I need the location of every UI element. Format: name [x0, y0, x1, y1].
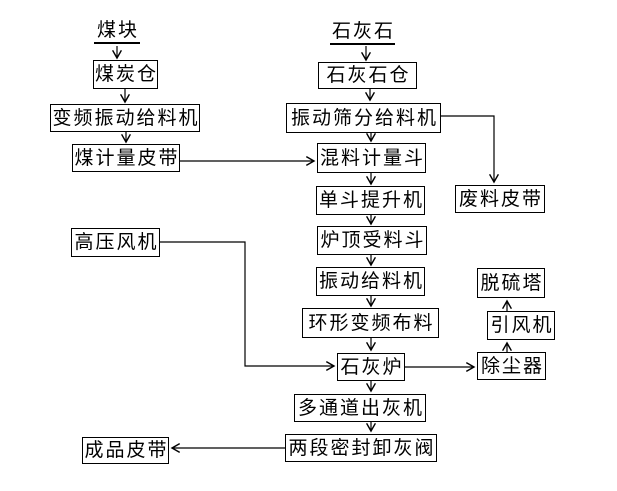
node-lime-kiln: 石灰炉 — [337, 353, 405, 381]
node-single-bucket-hoist: 单斗提升机 — [316, 186, 425, 215]
node-limestone-source-title: 石灰石 — [330, 22, 395, 45]
node-dust-collector: 除尘器 — [477, 352, 546, 380]
node-coal-bunker: 煤炭仓 — [93, 60, 158, 89]
node-induced-draft-fan: 引风机 — [487, 311, 555, 340]
node-coal-weighing-belt: 煤计量皮带 — [72, 144, 180, 172]
arrow-hp-fan-to-lime-kiln — [160, 241, 336, 372]
arrow-screen-feeder-to-waste-belt — [441, 115, 500, 184]
node-two-stage-sealed-ash-valve: 两段密封卸灰阀 — [285, 434, 437, 462]
node-variable-frequency-vibrating-feeder: 变频振动给料机 — [50, 104, 200, 132]
node-vibrating-feeder: 振动给料机 — [316, 267, 425, 296]
node-kiln-top-receiving-hopper: 炉顶受料斗 — [317, 226, 427, 255]
node-high-pressure-fan: 高压风机 — [71, 228, 160, 257]
node-desulfurization-tower: 脱硫塔 — [477, 268, 545, 298]
node-multi-channel-ash-discharger: 多通道出灰机 — [294, 394, 426, 422]
node-limestone-bunker: 石灰石仓 — [318, 62, 417, 89]
node-mix-weighing-hopper: 混料计量斗 — [317, 143, 426, 173]
node-product-belt: 成品皮带 — [82, 437, 169, 464]
node-waste-belt: 废料皮带 — [455, 185, 545, 213]
node-ring-variable-frequency-distributor: 环形变频布料 — [302, 308, 439, 338]
node-vibrating-screen-feeder: 振动筛分给料机 — [286, 103, 441, 133]
node-coal-source-title: 煤块 — [94, 21, 140, 44]
